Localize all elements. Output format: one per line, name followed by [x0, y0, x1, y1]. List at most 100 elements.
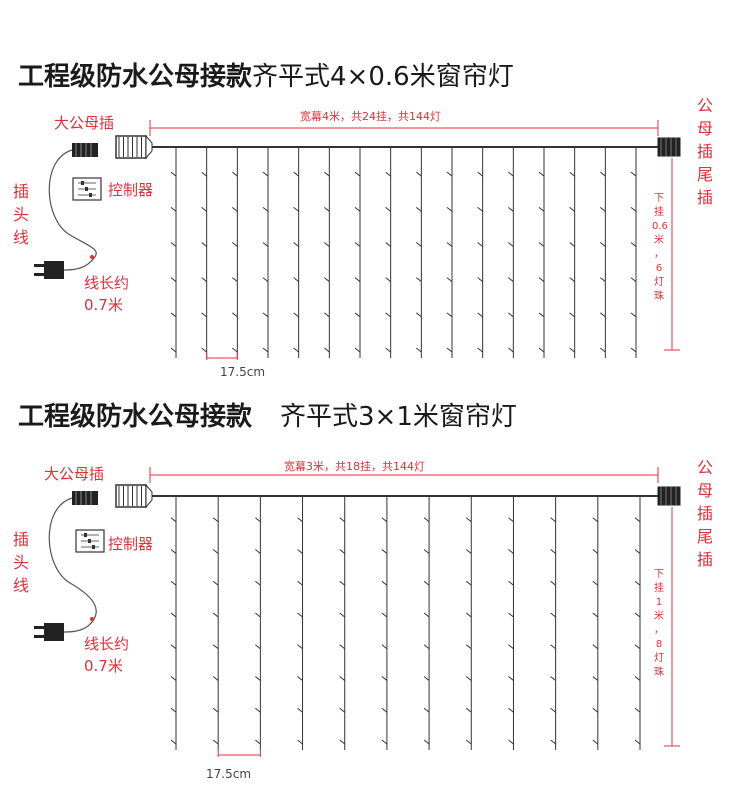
bulb-mark — [324, 242, 330, 247]
section-1-width-label: 宽幕4米，共24挂，共144灯 — [300, 110, 441, 123]
drop-label-char: 0.6 — [652, 221, 668, 232]
bulb-mark — [446, 206, 453, 212]
bulb-mark — [381, 580, 388, 586]
bulb-mark — [508, 549, 514, 554]
section-1-title-bold: 工程级防水公母接款 — [18, 62, 253, 92]
bulb-mark — [212, 676, 219, 681]
bulb-mark — [324, 347, 330, 353]
bulb-mark — [212, 612, 219, 618]
bulb-mark — [385, 171, 391, 177]
bulb-mark — [170, 312, 177, 318]
bulb-mark — [232, 206, 238, 212]
bulb-mark — [170, 676, 177, 681]
bulb-mark — [339, 644, 346, 650]
power-plug-prong — [34, 273, 44, 276]
bulb-mark — [385, 347, 391, 353]
bulb-mark — [600, 206, 606, 212]
bulb-mark — [550, 676, 556, 681]
section-2-length-label-2: 0.7米 — [84, 657, 123, 675]
bulb-mark — [416, 171, 422, 177]
bulb-mark — [212, 707, 219, 713]
drop-label-char: 灯 — [654, 653, 664, 664]
bulb-mark — [465, 676, 472, 681]
bulb-mark — [423, 517, 430, 523]
tail-label-char: 尾 — [696, 527, 713, 546]
bulb-mark — [508, 580, 514, 586]
bulb-mark — [634, 549, 641, 554]
bulb-mark — [550, 580, 556, 586]
section-2-cord-label: 插头线 — [12, 528, 30, 597]
bulb-mark — [446, 242, 453, 247]
cord-label-char: 插 — [12, 530, 29, 549]
section-2-controller-label: 控制器 — [108, 535, 154, 553]
bulb-mark — [416, 206, 422, 212]
drop-label-char: 灯 — [654, 277, 664, 288]
bulb-mark — [297, 676, 303, 681]
bulb-mark — [339, 580, 346, 586]
bulb-mark — [339, 549, 346, 554]
section-1-controller-label: 控制器 — [108, 181, 154, 199]
bulb-mark — [324, 277, 330, 283]
bulb-mark — [508, 347, 514, 353]
bulb-mark — [630, 171, 637, 177]
bulb-mark — [324, 171, 330, 177]
drop-label-char: 8 — [655, 639, 663, 650]
bulb-mark — [600, 242, 606, 247]
drop-label-char: 下 — [654, 193, 664, 204]
cord-label-char: 线 — [12, 576, 29, 595]
bulb-mark — [297, 612, 303, 618]
section-1-curtain-diagram — [34, 120, 681, 360]
bulb-mark — [600, 312, 606, 318]
power-plug-body — [44, 261, 64, 279]
controller-slider-knob — [92, 545, 95, 549]
bulb-mark — [550, 739, 556, 745]
bulb-mark — [550, 549, 556, 554]
section-1-length-label-2: 0.7米 — [84, 296, 123, 314]
bulb-mark — [569, 171, 575, 177]
power-plug-prong — [34, 635, 44, 638]
tail-label-char: 插 — [696, 550, 713, 569]
bulb-mark — [508, 644, 514, 650]
section-1-cord-label: 插头线 — [12, 180, 30, 249]
bulb-mark — [477, 277, 483, 283]
bulb-mark — [297, 517, 303, 523]
section-2-plug-label: 大公母插 — [44, 465, 105, 483]
bulb-mark — [465, 739, 472, 745]
bulb-mark — [170, 517, 177, 523]
bulb-mark — [324, 206, 330, 212]
bulb-mark — [538, 242, 545, 247]
bulb-mark — [293, 277, 299, 283]
bulb-mark — [170, 206, 177, 212]
bulb-mark — [255, 676, 261, 681]
drop-label-char: 米 — [654, 235, 664, 246]
bulb-mark — [293, 242, 299, 247]
section-1-tail-label: 公母插尾插 — [696, 94, 714, 209]
bulb-mark — [630, 277, 637, 283]
bulb-mark — [255, 612, 261, 618]
bulb-mark — [297, 580, 303, 586]
bulb-mark — [508, 242, 514, 247]
bulb-mark — [477, 242, 483, 247]
bulb-mark — [297, 707, 303, 713]
bulb-mark — [550, 707, 556, 713]
power-plug-prong — [34, 626, 44, 629]
bulb-mark — [508, 612, 514, 618]
bulb-mark — [592, 580, 599, 586]
bulb-mark — [538, 277, 545, 283]
bulb-mark — [550, 644, 556, 650]
tail-plug — [657, 137, 681, 157]
bulb-mark — [262, 312, 269, 318]
bulb-mark — [339, 517, 346, 523]
bulb-mark — [170, 580, 177, 586]
controller-slider-knob — [81, 181, 84, 185]
bulb-mark — [477, 171, 483, 177]
bulb-mark — [354, 242, 361, 247]
bulb-mark — [170, 644, 177, 650]
bulb-mark — [232, 171, 238, 177]
tail-label-char: 尾 — [696, 165, 713, 184]
bulb-mark — [592, 517, 599, 523]
bulb-mark — [262, 171, 269, 177]
length-marker-dot — [90, 617, 94, 621]
bulb-mark — [170, 171, 177, 177]
